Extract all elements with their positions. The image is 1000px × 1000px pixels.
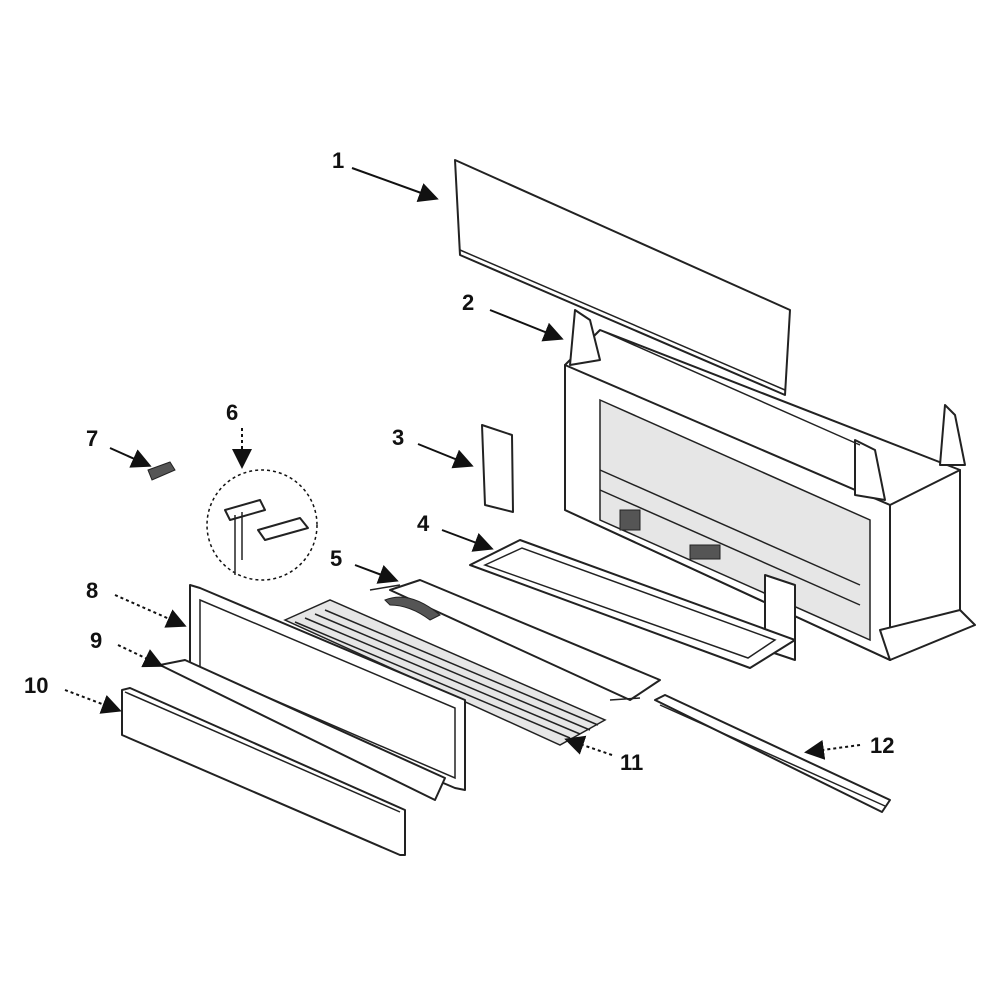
label-part-3: 3	[392, 425, 404, 450]
label-part-6: 6	[226, 400, 238, 425]
label-part-11: 11	[620, 750, 643, 775]
part-3-side-panel	[481, 424, 514, 513]
label-part-9: 9	[90, 628, 102, 653]
label-part-12: 12	[870, 733, 894, 758]
label-part-1: 1	[332, 148, 344, 173]
part-5-bracket	[369, 579, 661, 701]
label-part-5: 5	[330, 546, 342, 571]
part-10-front-trim	[121, 687, 406, 856]
label-part-4: 4	[417, 511, 430, 536]
leader-lines	[64, 167, 861, 760]
part-11-ember-tray	[283, 599, 607, 746]
part-2-firebox	[564, 309, 976, 661]
part-9-trim-strip	[159, 659, 446, 801]
label-part-7: 7	[86, 426, 98, 451]
part-7-clip	[147, 461, 176, 481]
part-6-detail	[206, 469, 318, 581]
label-part-10: 10	[24, 673, 48, 698]
label-part-8: 8	[86, 578, 98, 603]
part-4-gasket-frame	[469, 539, 796, 669]
label-part-2: 2	[462, 290, 474, 315]
part-1-back-panel	[454, 159, 791, 396]
part-12-angle-rail	[654, 694, 891, 813]
